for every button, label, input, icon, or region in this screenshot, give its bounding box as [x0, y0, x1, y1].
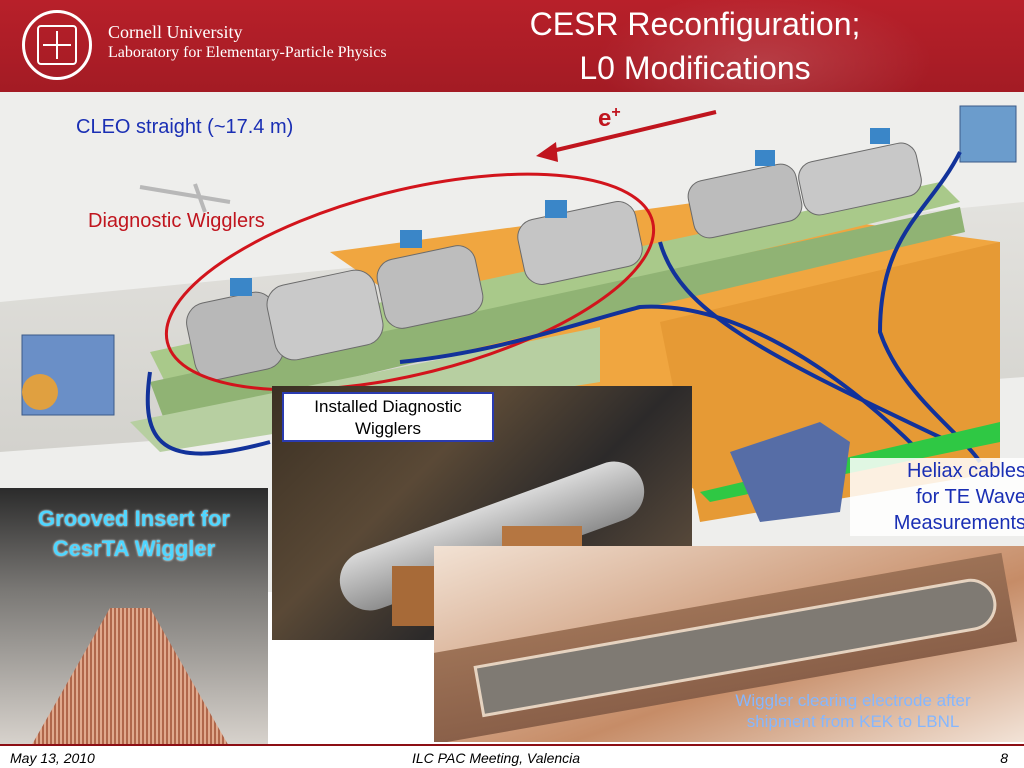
- laboratory-name: Laboratory for Elementary-Particle Physi…: [108, 44, 387, 61]
- grooved-insert-image: [30, 608, 230, 744]
- green-girder-base: [150, 207, 965, 422]
- footer-meeting: ILC PAC Meeting, Valencia: [412, 750, 581, 766]
- electrode-line-2: shipment from KEK to LBNL: [746, 712, 960, 731]
- caption-line-1: Installed Diagnostic: [314, 397, 462, 416]
- title-line-2: L0 Modifications: [579, 50, 811, 86]
- grooved-insert-photo: [0, 488, 268, 744]
- installed-wigglers-caption: Installed Diagnostic Wigglers: [282, 392, 494, 442]
- heliax-line-1: Heliax cables: [907, 460, 1024, 482]
- clearing-electrode-caption: Wiggler clearing electrode after shipmen…: [690, 690, 1016, 732]
- slide-title: CESR Reconfiguration; L0 Modifications: [470, 2, 920, 90]
- left-magnet-coil: [22, 374, 58, 410]
- positron-beam-label: e+: [598, 104, 621, 132]
- blue-flanges: [230, 128, 890, 296]
- grooved-line-1: Grooved Insert for: [38, 506, 230, 531]
- electrode-line-1: Wiggler clearing electrode after: [735, 691, 971, 710]
- slide-footer: May 13, 2010 ILC PAC Meeting, Valencia 8: [0, 744, 1024, 768]
- cleo-straight-label: CLEO straight (~17.4 m): [76, 116, 294, 138]
- caption-line-2: Wigglers: [354, 419, 422, 438]
- beam-direction-arrow: [547, 110, 717, 154]
- floor-blocks: [730, 422, 850, 522]
- heliax-line-2: for TE Wave: [915, 486, 1024, 508]
- header-band: Cornell University Laboratory for Elemen…: [0, 0, 1024, 92]
- north-marker: [139, 183, 231, 213]
- accelerator-diagram: [21, 105, 1017, 522]
- accelerator-rendering: [0, 92, 1024, 592]
- heliax-cables: [145, 151, 982, 464]
- diagnostic-wigglers-label: Diagnostic Wigglers: [88, 210, 265, 232]
- wiggler-cylinders: [186, 142, 922, 381]
- heliax-cables-label: Heliax cables for TE Wave Measurements: [850, 458, 1024, 536]
- clearing-electrode-photo: [434, 546, 1024, 742]
- beam-arrow-head: [536, 142, 558, 162]
- university-name: Cornell University: [108, 22, 243, 42]
- footer-page-number: 8: [1000, 750, 1008, 766]
- header-background-graphic: [594, 0, 934, 92]
- title-line-1: CESR Reconfiguration;: [529, 6, 861, 42]
- grooved-line-2: CesrTA Wiggler: [52, 536, 216, 561]
- heliax-line-3: Measurements: [893, 512, 1024, 534]
- footer-date: May 13, 2010: [10, 750, 95, 766]
- cornell-seal-icon: [22, 10, 92, 80]
- right-quadrupole-magnet: [959, 105, 1017, 163]
- grooved-insert-caption: Grooved Insert for CesrTA Wiggler: [0, 504, 268, 564]
- diagnostic-wigglers-highlight: [164, 172, 656, 392]
